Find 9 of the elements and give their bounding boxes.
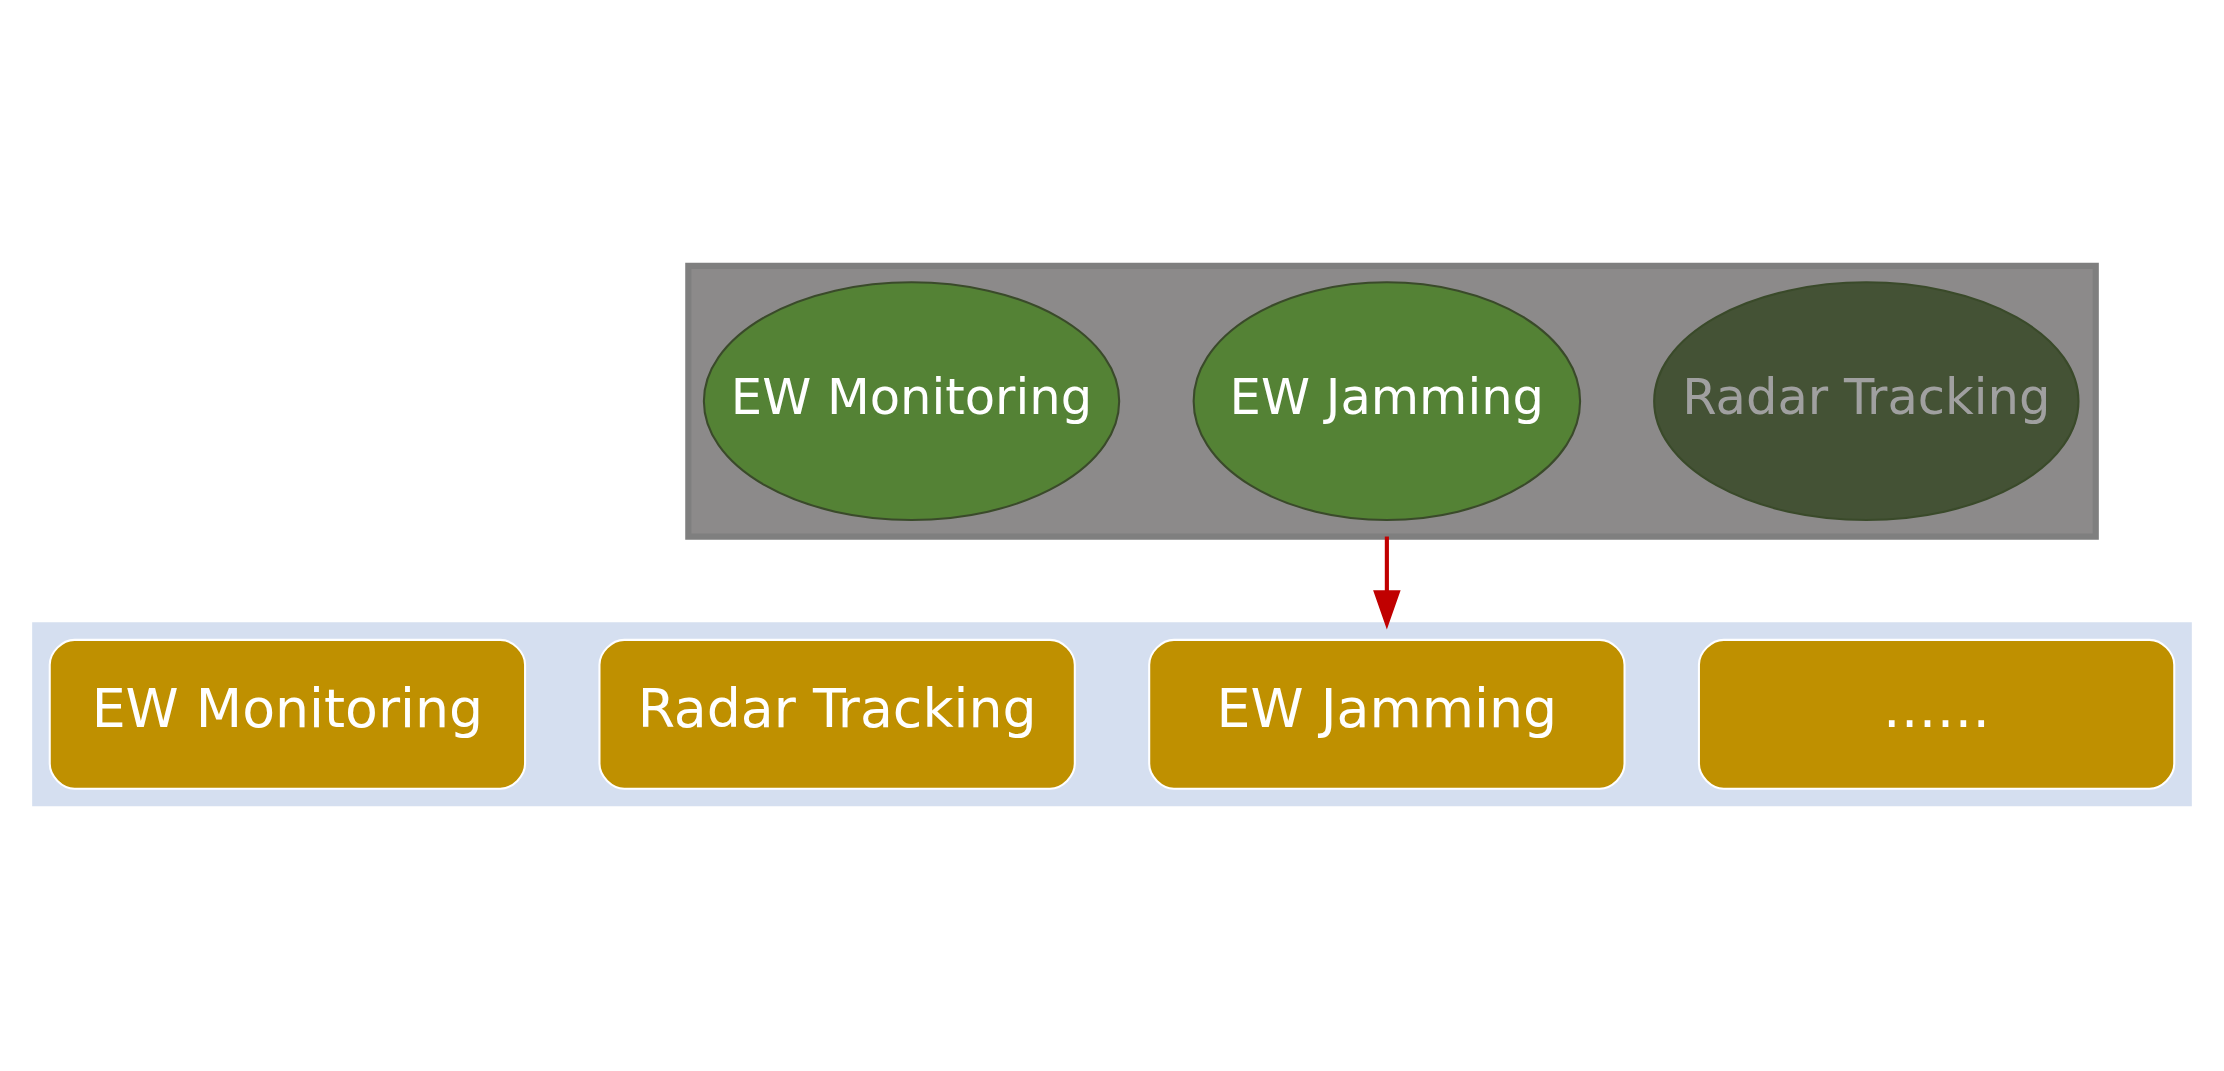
cluster	[685, 262, 2099, 540]
node-box: ……	[1697, 638, 2176, 790]
node-ellipse: Radar Tracking	[1653, 281, 2080, 522]
node-box: EW Monitoring	[48, 638, 527, 790]
node-box: Radar Tracking	[598, 638, 1076, 790]
node-ellipse: EW Jamming	[1192, 281, 1582, 522]
cluster	[32, 622, 2192, 807]
node-box: EW Jamming	[1148, 638, 1626, 790]
node-ellipse: EW Monitoring	[702, 281, 1121, 522]
